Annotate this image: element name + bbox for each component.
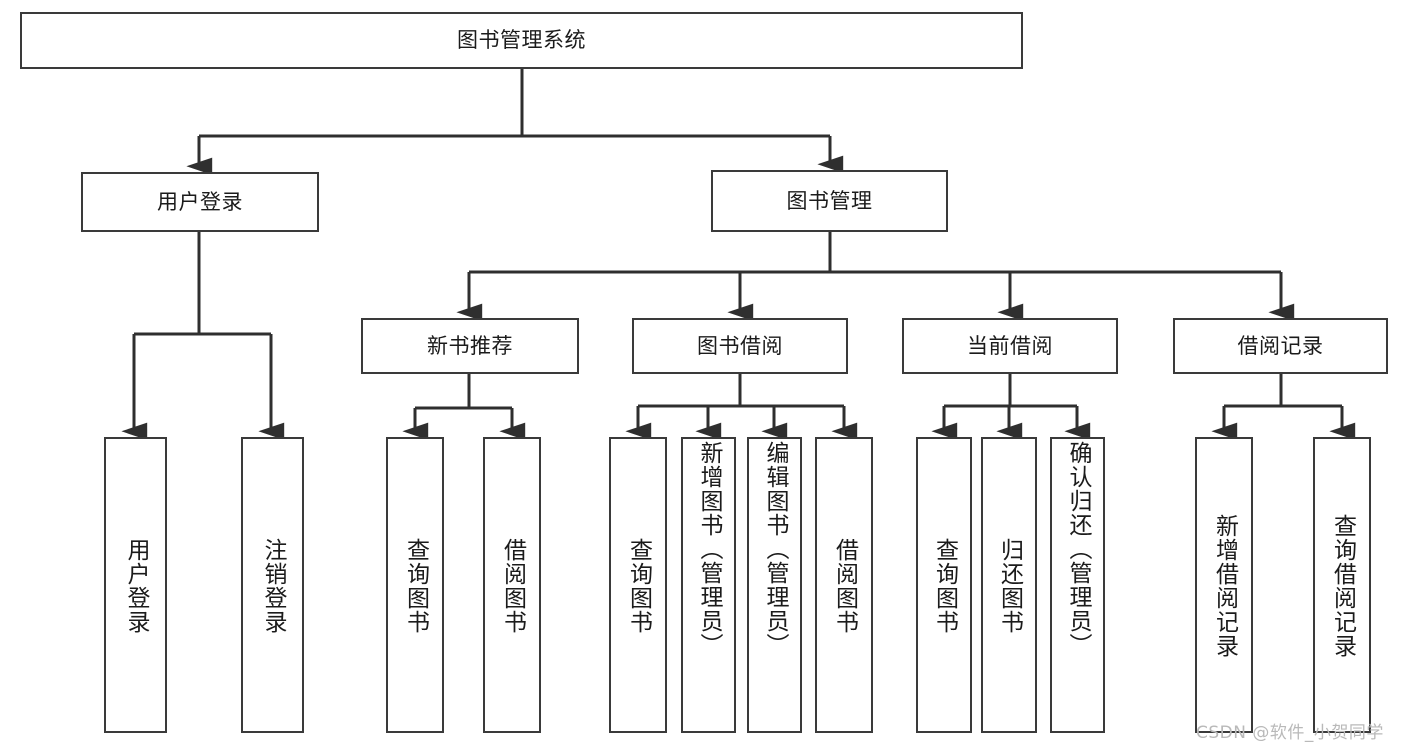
leaf-confirm-return-admin-label: 确认归还（管理员）: [1065, 441, 1091, 657]
leaf-user-login-label: 用户登录: [123, 538, 149, 634]
node-root[interactable]: 图书管理系统: [20, 12, 1023, 69]
leaf-query-book-new-label: 查询图书: [402, 538, 429, 634]
leaf-add-borrow-record-label: 新增借阅记录: [1211, 514, 1238, 658]
leaf-edit-book-admin[interactable]: 编辑图书（管理员）: [747, 437, 802, 733]
leaf-query-book-borrow-label: 查询图书: [625, 538, 652, 634]
node-user-login[interactable]: 用户登录: [81, 172, 319, 232]
leaf-logout[interactable]: 注销登录: [241, 437, 304, 733]
node-book-borrow[interactable]: 图书借阅: [632, 318, 848, 374]
node-new-book-recommend-label: 新书推荐: [427, 333, 513, 358]
leaf-add-book-admin[interactable]: 新增图书（管理员）: [681, 437, 736, 733]
leaf-user-login[interactable]: 用户登录: [104, 437, 167, 733]
node-book-management[interactable]: 图书管理: [711, 170, 948, 232]
node-user-login-label: 用户登录: [157, 189, 243, 214]
node-new-book-recommend[interactable]: 新书推荐: [361, 318, 579, 374]
leaf-add-book-admin-label: 新增图书（管理员）: [696, 441, 722, 657]
node-current-borrow[interactable]: 当前借阅: [902, 318, 1118, 374]
leaf-return-book[interactable]: 归还图书: [981, 437, 1037, 733]
leaf-confirm-return-admin[interactable]: 确认归还（管理员）: [1050, 437, 1105, 733]
leaf-query-book-borrow[interactable]: 查询图书: [609, 437, 667, 733]
leaf-query-book-current[interactable]: 查询图书: [916, 437, 972, 733]
leaf-query-borrow-record[interactable]: 查询借阅记录: [1313, 437, 1371, 733]
node-borrow-records-label: 借阅记录: [1237, 333, 1324, 358]
leaf-logout-label: 注销登录: [260, 538, 286, 634]
leaf-edit-book-admin-label: 编辑图书（管理员）: [762, 441, 788, 657]
node-current-borrow-label: 当前借阅: [967, 333, 1053, 358]
leaf-query-borrow-record-label: 查询借阅记录: [1329, 514, 1356, 658]
leaf-lend-book[interactable]: 借阅图书: [815, 437, 873, 733]
leaf-query-book-new[interactable]: 查询图书: [386, 437, 444, 733]
node-book-management-label: 图书管理: [786, 188, 873, 213]
leaf-lend-book-label: 借阅图书: [831, 538, 858, 634]
leaf-query-book-current-label: 查询图书: [931, 538, 958, 634]
node-root-label: 图书管理系统: [457, 28, 586, 53]
leaf-return-book-label: 归还图书: [996, 538, 1023, 634]
leaf-borrow-book-new[interactable]: 借阅图书: [483, 437, 541, 733]
watermark: CSDN @软件_小贺同学: [1196, 723, 1384, 743]
leaf-add-borrow-record[interactable]: 新增借阅记录: [1195, 437, 1253, 733]
node-book-borrow-label: 图书借阅: [697, 333, 783, 358]
leaf-borrow-book-new-label: 借阅图书: [499, 538, 526, 634]
node-borrow-records[interactable]: 借阅记录: [1173, 318, 1388, 374]
